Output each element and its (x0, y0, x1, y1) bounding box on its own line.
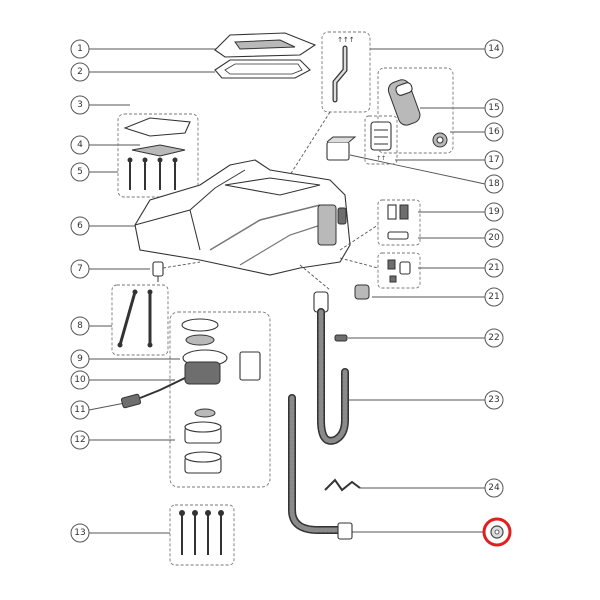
part-5-screws (127, 157, 178, 190)
callout-14[interactable]: 14 (370, 39, 504, 59)
svg-text:20: 20 (488, 233, 500, 243)
callout-1[interactable]: 1 (70, 39, 220, 59)
part-17-control-box (370, 121, 392, 151)
part-7-connector (152, 261, 164, 282)
callout-15[interactable]: 15 (420, 98, 504, 118)
part-4-plate (131, 144, 186, 157)
group-3-5-frame (117, 113, 199, 198)
part-21-fittings (387, 259, 411, 283)
part-1-lid (214, 32, 317, 58)
part-22-ring (334, 334, 348, 342)
callout-3[interactable]: 3 (70, 95, 130, 115)
callout-5[interactable]: 5 (70, 162, 118, 182)
svg-text:9: 9 (77, 354, 83, 364)
svg-text:21: 21 (488, 263, 499, 273)
svg-text:16: 16 (488, 127, 500, 137)
callout-4[interactable]: 4 (70, 135, 140, 155)
svg-text:3: 3 (77, 100, 83, 110)
drain-hose (288, 394, 353, 540)
part-13-screws (179, 510, 224, 555)
part-16-cap (432, 132, 448, 148)
svg-text:11: 11 (74, 405, 85, 415)
callout-20[interactable]: 20 (418, 228, 504, 248)
group-15-16-frame (377, 67, 454, 154)
callout-21-upper[interactable]: 21 (418, 258, 504, 278)
callout-19[interactable]: 19 (418, 202, 504, 222)
part-11-cable (120, 377, 186, 409)
svg-text:19: 19 (488, 207, 500, 217)
svg-text:17: 17 (488, 155, 499, 165)
callout-24[interactable]: 24 (360, 478, 504, 498)
callout-6[interactable]: 6 (70, 216, 135, 236)
part-10-pump-motor (182, 349, 261, 385)
part-9-pump-top (181, 318, 219, 346)
svg-text:2: 2 (77, 67, 83, 77)
callout-8[interactable]: 8 (70, 316, 112, 336)
part-18-block (326, 136, 357, 161)
callout-17[interactable]: 17 (395, 150, 504, 170)
part-21-elbow (354, 284, 370, 300)
svg-text:10: 10 (74, 375, 86, 385)
svg-text:22: 22 (488, 333, 499, 343)
group-8-frame (111, 284, 169, 356)
group-13-frame (169, 504, 235, 566)
svg-text:5: 5 (77, 167, 83, 177)
callout-9[interactable]: 9 (70, 349, 180, 369)
group-14-frame (321, 31, 371, 113)
callout-21-lower[interactable]: 21 (372, 287, 504, 307)
group-9-12-frame (169, 311, 271, 488)
valve-mark-label: ↑↑↑ (337, 36, 355, 44)
svg-text:15: 15 (488, 103, 499, 113)
part-14-valve (332, 45, 348, 103)
svg-text:12: 12 (74, 435, 85, 445)
callout-22[interactable]: 22 (348, 328, 504, 348)
part-15-cylinder (387, 79, 421, 126)
group-21-frame (377, 252, 421, 289)
svg-text:18: 18 (488, 179, 500, 189)
callout-2[interactable]: 2 (70, 62, 215, 82)
svg-text:7: 7 (77, 264, 83, 274)
part-2-gasket (214, 59, 311, 79)
group-19-20-frame (377, 199, 421, 246)
svg-text:14: 14 (488, 44, 500, 54)
svg-text:21: 21 (488, 292, 499, 302)
part-24-wire-clip (324, 478, 361, 492)
callout-16[interactable]: 16 (450, 122, 504, 142)
part-20-clip (387, 231, 409, 240)
svg-text:13: 13 (74, 528, 85, 538)
part-23-hose (313, 291, 349, 445)
callout-25-highlighted[interactable] (352, 517, 512, 547)
callout-13[interactable]: 13 (70, 523, 170, 543)
callout-7[interactable]: 7 (70, 259, 150, 279)
svg-text:24: 24 (488, 483, 500, 493)
part-19-fitting (387, 204, 409, 220)
callout-10[interactable]: 10 (70, 370, 175, 390)
box-mark-label: ↑↑ (376, 155, 386, 162)
highlight-ring (482, 517, 512, 547)
svg-text:1: 1 (77, 44, 83, 54)
svg-text:8: 8 (77, 321, 83, 331)
callout-11[interactable]: 11 (70, 400, 126, 420)
part-12-filter-stack (184, 408, 222, 474)
part-8-strip (117, 289, 153, 348)
callout-23[interactable]: 23 (345, 390, 504, 410)
svg-text:4: 4 (77, 140, 83, 150)
svg-text:6: 6 (77, 221, 83, 231)
part-3-cover (123, 117, 191, 137)
part-6-main-unit (134, 159, 351, 276)
svg-text:23: 23 (488, 395, 499, 405)
callout-12[interactable]: 12 (70, 430, 175, 450)
group-17-frame (364, 115, 398, 165)
callout-18[interactable]: 18 (349, 154, 504, 194)
